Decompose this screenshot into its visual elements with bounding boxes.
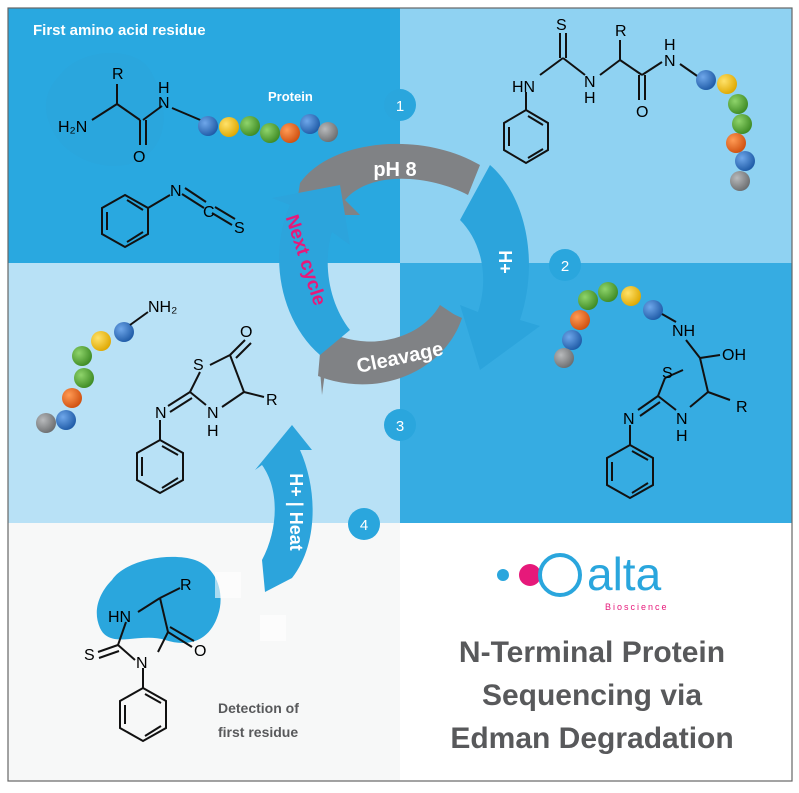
- ptc-amide-h-label: H: [664, 37, 676, 54]
- arrow-cleavage-body: [318, 308, 462, 385]
- right-nh-label: NH: [672, 323, 695, 340]
- right-ring-n-label: N: [676, 411, 688, 428]
- right-r-label: R: [736, 399, 748, 416]
- amino-acid-molecule: R H₂N O H N: [45, 52, 206, 166]
- title-line-2: Sequencing via: [482, 679, 702, 712]
- step-3-number: 3: [396, 418, 404, 435]
- pth-amino-acid: R HN N O S: [84, 556, 221, 743]
- first-residue-label: First amino acid residue: [33, 22, 206, 39]
- arrow-heat: H+ | Heat: [255, 425, 313, 592]
- step-1-number: 1: [396, 98, 404, 115]
- r-group-label: R: [112, 66, 124, 83]
- faint-square-2: [260, 615, 286, 641]
- thiazolinone: [136, 339, 265, 495]
- amide-n-label: N: [158, 95, 170, 112]
- ph8-label: pH 8: [373, 159, 416, 181]
- amide-h-label: H: [158, 80, 170, 97]
- carbonyl-o-label: O: [133, 149, 145, 166]
- right-imine-n-label: N: [623, 411, 635, 428]
- itc-n-label: N: [170, 183, 182, 200]
- mid-o-label: O: [240, 324, 252, 341]
- step-2: 2: [549, 249, 581, 281]
- outer-frame: [7, 7, 793, 782]
- amine-label: H₂N: [58, 119, 87, 136]
- logo-name: alta: [587, 548, 662, 600]
- right-ring-h-label: H: [676, 428, 688, 445]
- hydroxy-thiazolidine: [606, 313, 731, 500]
- itc-c-label: C: [203, 204, 215, 221]
- arrow-next-cycle: [272, 185, 350, 355]
- reaction-cycle: pH 8 H+ Cleavage Next cycle: [272, 143, 540, 395]
- logo-sub: Bioscience: [605, 602, 669, 612]
- mid-imine-n-label: N: [155, 405, 167, 422]
- protein-label: Protein: [268, 89, 313, 104]
- ptc-r-label: R: [615, 23, 627, 40]
- ptc-o-label: O: [636, 104, 648, 121]
- step-2-number: 2: [561, 258, 569, 275]
- ptc-peptide: [503, 33, 701, 165]
- pth-s-label: S: [84, 647, 95, 664]
- title-line-1: N-Terminal Protein: [459, 636, 725, 669]
- pth-n-label: N: [136, 655, 148, 672]
- protein-chain-1: [198, 114, 338, 143]
- pth-hn-label: HN: [108, 609, 131, 626]
- protein-chain-4: [554, 282, 663, 368]
- hplus-label: H+: [495, 250, 515, 274]
- alta-logo: alta Bioscience: [497, 548, 669, 612]
- itc-s-label: S: [234, 220, 245, 237]
- ptc-n-label: N: [584, 74, 596, 91]
- mid-nh2-label: NH₂: [148, 299, 177, 316]
- logo-dot: [497, 569, 509, 581]
- protein-chain-3: [36, 322, 134, 433]
- right-oh-label: OH: [722, 347, 746, 364]
- right-s-label: S: [662, 365, 673, 382]
- step-1: 1: [384, 89, 416, 121]
- mid-r-label: R: [266, 392, 278, 409]
- faint-square-1: [215, 572, 241, 598]
- pth-o-label: O: [194, 643, 206, 660]
- quadrant-middle-right: [400, 263, 792, 523]
- ptc-s-label: S: [556, 17, 567, 34]
- detection-label-2: first residue: [218, 724, 298, 740]
- arrow-hplus: [460, 165, 540, 370]
- logo-ring: [538, 553, 582, 597]
- step-3: 3: [384, 409, 416, 441]
- phenyl-isothiocyanate: [101, 187, 236, 249]
- title-line-3: Edman Degradation: [450, 722, 733, 755]
- mid-s-label: S: [193, 357, 204, 374]
- step-4-number: 4: [360, 517, 368, 534]
- mid-ring-h-label: H: [207, 423, 219, 440]
- ptc-amide-n-label: N: [664, 53, 676, 70]
- step-4: 4: [348, 508, 380, 540]
- mid-ring-n-label: N: [207, 405, 219, 422]
- heat-label: H+ | Heat: [286, 473, 306, 551]
- detection-label-1: Detection of: [218, 700, 299, 716]
- protein-chain-2: [696, 70, 755, 191]
- pth-r-label: R: [180, 577, 192, 594]
- quadrant-bottom-right: [400, 523, 792, 781]
- ptc-hn-label: HN: [512, 79, 535, 96]
- ptc-h-label: H: [584, 90, 596, 107]
- logo-pink-mark: [519, 564, 541, 586]
